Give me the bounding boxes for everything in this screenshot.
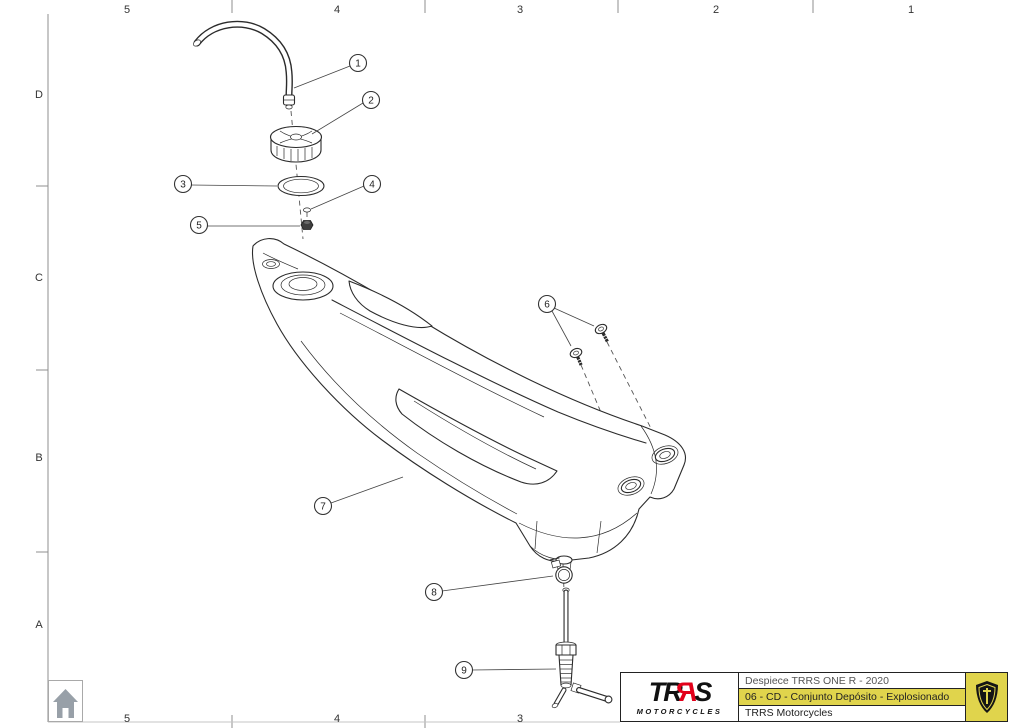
svg-text:8: 8	[431, 588, 437, 599]
title-block: TRRS MOTORCYCLES Despiece TRRS ONE R - 2…	[620, 672, 1008, 722]
grid-col-label: 5	[123, 4, 131, 16]
svg-text:3: 3	[180, 180, 186, 191]
breather-hose	[193, 20, 296, 110]
cap-gasket	[277, 175, 325, 197]
grid-col-label: 4	[333, 713, 341, 725]
svg-text:7: 7	[320, 502, 326, 513]
vent-valve	[303, 207, 311, 217]
grid-col-label: 3	[516, 4, 524, 16]
title-row-assembly: 06 - CD - Conjunto Depósito - Explosiona…	[739, 689, 965, 706]
fuel-tap	[551, 587, 613, 709]
svg-text:5: 5	[196, 221, 202, 232]
callout-2: 2	[311, 90, 381, 135]
mounting-screws	[569, 323, 609, 366]
shield-icon	[975, 681, 998, 713]
trrs-logo: TRRS MOTORCYCLES	[621, 673, 739, 721]
trrs-logo-reversed-r: R	[678, 676, 697, 707]
grid-row-label: D	[35, 89, 43, 101]
title-row-model: Despiece TRRS ONE R - 2020	[739, 673, 965, 690]
trrs-logo-text: TRRS	[648, 676, 713, 707]
fuel-cap	[269, 125, 323, 163]
callout-6: 6	[537, 294, 595, 347]
callout-5: 5	[189, 215, 300, 235]
grid-col-label: 1	[907, 4, 915, 16]
callout-9: 9	[454, 660, 557, 680]
svg-text:2: 2	[368, 96, 374, 107]
neck-nut	[300, 220, 314, 230]
hose-clamp	[549, 557, 573, 584]
callout-8: 8	[424, 575, 554, 602]
svg-text:9: 9	[461, 666, 467, 677]
callout-1: 1	[293, 53, 368, 89]
fuel-tank	[251, 238, 686, 574]
callout-7: 7	[313, 476, 404, 516]
grid-row-label: A	[35, 619, 43, 631]
svg-text:1: 1	[355, 59, 361, 70]
callout-4: 4	[310, 174, 382, 210]
svg-text:4: 4	[369, 180, 375, 191]
trrs-logo-subtitle: MOTORCYCLES	[636, 706, 723, 716]
drawing-frame	[36, 0, 814, 728]
grid-col-label: 4	[333, 4, 341, 16]
home-button[interactable]	[48, 680, 83, 722]
grid-col-label: 3	[516, 713, 524, 725]
grid-col-label: 2	[712, 4, 720, 16]
grid-row-label: C	[35, 272, 43, 284]
home-icon	[53, 689, 78, 718]
title-row-company: TRRS Motorcycles	[739, 705, 965, 721]
trrs-emblem	[965, 673, 1007, 721]
grid-col-label: 5	[123, 713, 131, 725]
grid-row-label: B	[35, 452, 43, 464]
callout-3: 3	[173, 174, 278, 194]
svg-text:6: 6	[544, 300, 550, 311]
title-block-rows: Despiece TRRS ONE R - 2020 06 - CD - Con…	[739, 673, 965, 721]
